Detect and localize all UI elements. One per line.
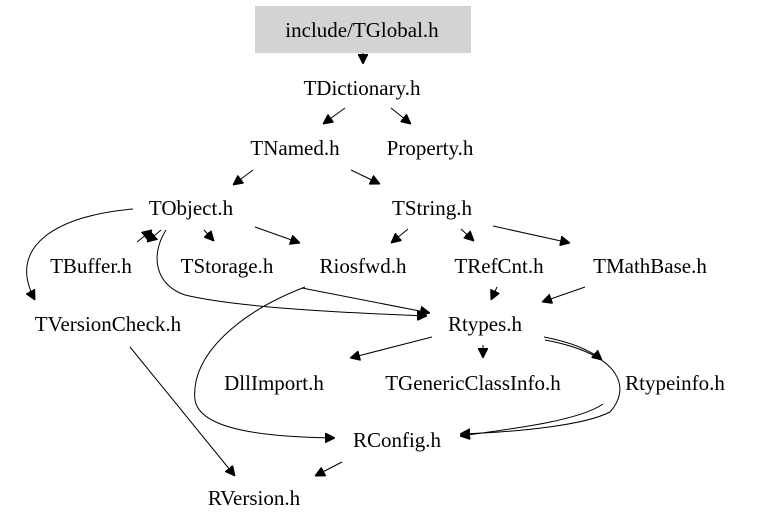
node-tbuffer[interactable]: TBuffer.h xyxy=(50,254,132,278)
edge-rtypeinfo-rconfig xyxy=(460,403,604,436)
edge-rtypes-rtypeinfo xyxy=(543,336,602,360)
node-tversioncheck[interactable]: TVersionCheck.h xyxy=(35,312,182,336)
edge-rtypes-rconfig xyxy=(460,339,621,434)
node-tstorage[interactable]: TStorage.h xyxy=(181,254,274,278)
edge-tdictionary-tnamed xyxy=(323,107,346,124)
edge-tstring-trefcnt xyxy=(460,228,474,241)
node-tstring[interactable]: TString.h xyxy=(392,196,472,220)
node-property[interactable]: Property.h xyxy=(387,136,474,160)
node-tmathbase[interactable]: TMathBase.h xyxy=(593,254,707,278)
edge-tstring-riosfwd xyxy=(391,228,409,243)
edge-riosfwd-rtypes xyxy=(301,287,430,313)
node-tgenericclassinfo[interactable]: TGenericClassInfo.h xyxy=(385,371,561,395)
node-rconfig[interactable]: RConfig.h xyxy=(353,428,442,452)
node-tnamed[interactable]: TNamed.h xyxy=(250,136,340,160)
edge-tobject-riosfwd xyxy=(254,226,300,243)
edge-tdictionary-property xyxy=(390,107,411,124)
edge-tobject-rtypes xyxy=(156,229,427,316)
node-riosfwd[interactable]: Riosfwd.h xyxy=(320,254,407,278)
edge-tnamed-tstring xyxy=(350,169,380,184)
edge-tobject-tversioncheck xyxy=(27,208,134,300)
edge-trefcnt-rtypes xyxy=(491,286,497,300)
node-rtypeinfo[interactable]: Rtypeinfo.h xyxy=(625,371,725,395)
edges xyxy=(27,53,621,476)
node-highlight-box xyxy=(255,6,471,53)
edge-tversioncheck-rversion xyxy=(129,346,235,476)
edge-rtypes-dllimport xyxy=(350,336,433,358)
edge-tmathbase-rtypes xyxy=(542,286,586,302)
node-rversion[interactable]: RVersion.h xyxy=(208,486,301,510)
edge-tnamed-tobject xyxy=(233,169,254,185)
node-tdictionary[interactable]: TDictionary.h xyxy=(303,76,421,100)
edge-tstring-tmathbase xyxy=(492,225,570,243)
node-trefcnt[interactable]: TRefCnt.h xyxy=(454,254,544,278)
node-rtypes[interactable]: Rtypes.h xyxy=(448,312,523,336)
node-tobject[interactable]: TObject.h xyxy=(149,196,234,220)
edge-rconfig-rversion xyxy=(315,461,343,476)
edge-tobject-tbuffer xyxy=(147,229,162,242)
edge-tobject-tstorage xyxy=(204,229,214,241)
node-dllimport[interactable]: DllImport.h xyxy=(224,371,324,395)
nodes: include/TGlobal.h TDictionary.h TNamed.h… xyxy=(35,6,725,510)
edge-riosfwd-rconfig xyxy=(194,286,335,438)
node-label-tglobal: include/TGlobal.h xyxy=(285,18,439,42)
node-tglobal[interactable]: include/TGlobal.h xyxy=(255,6,471,53)
